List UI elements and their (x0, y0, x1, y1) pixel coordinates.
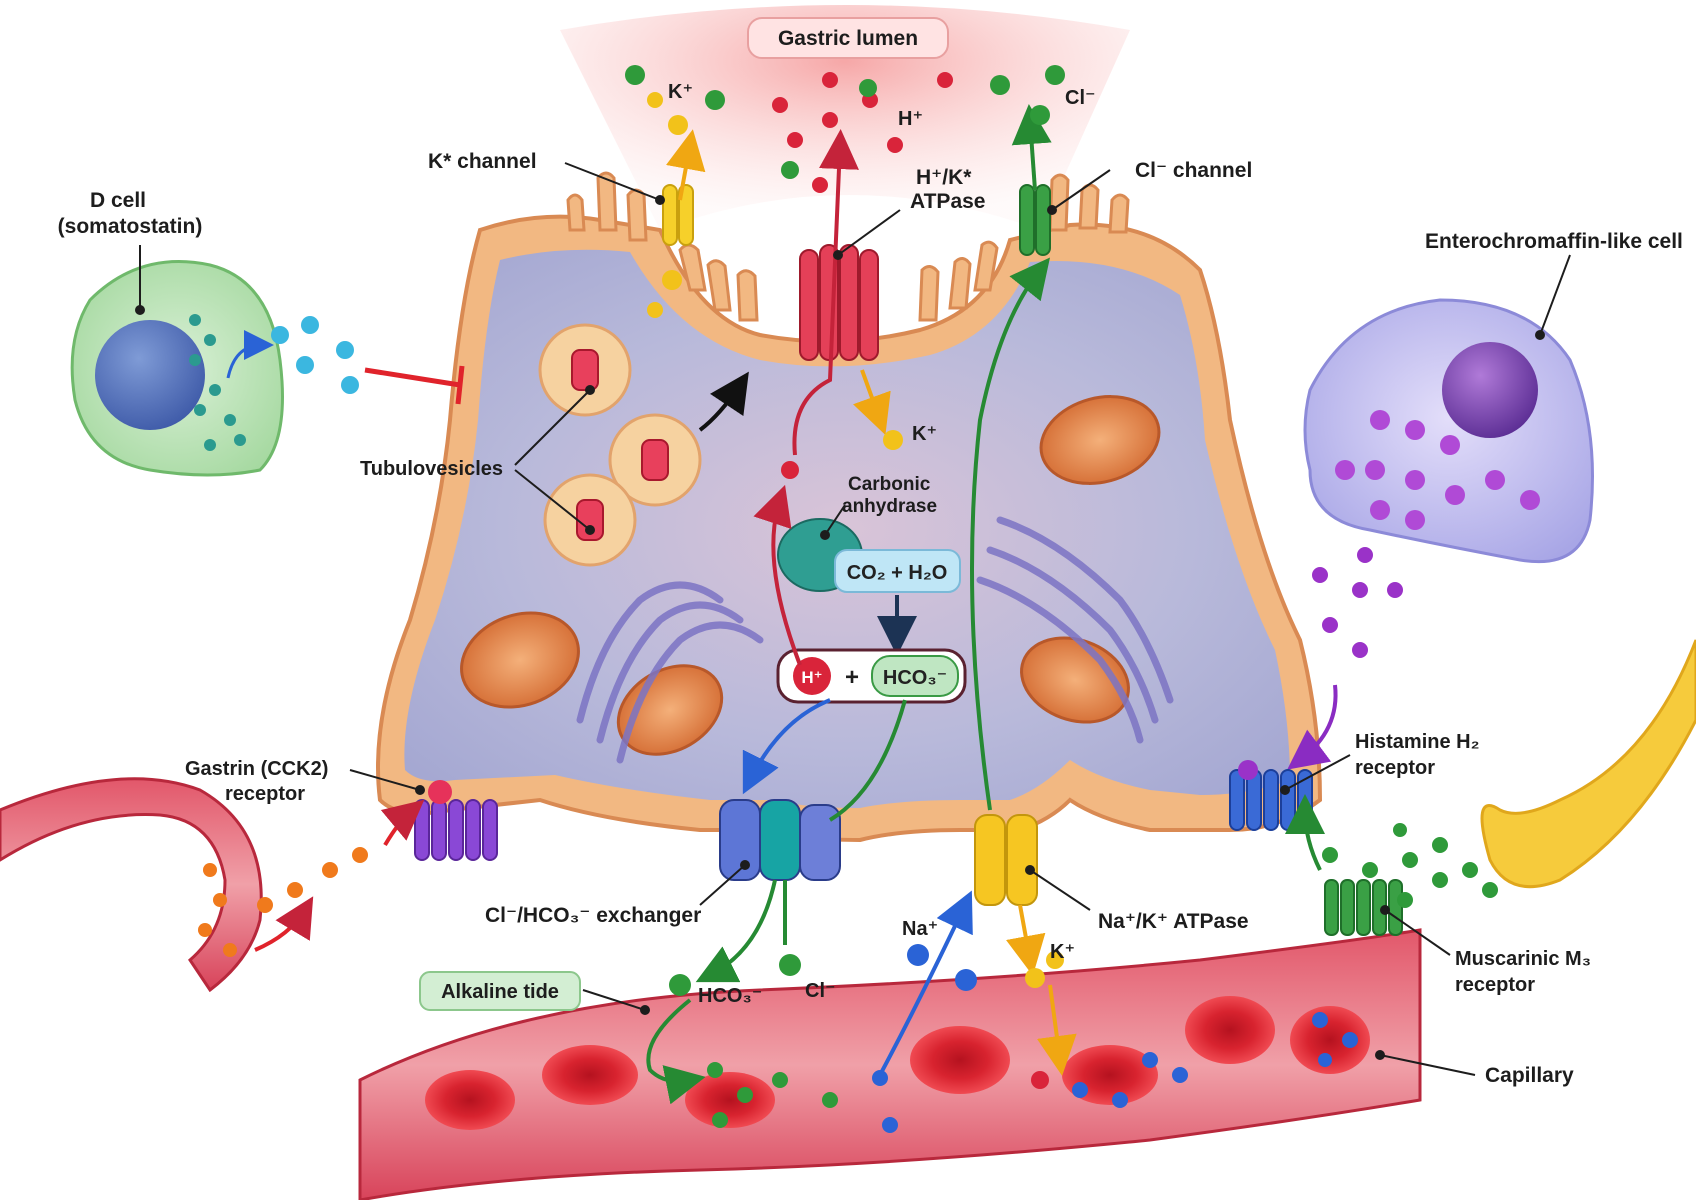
vagal-nerve-ending (1480, 639, 1696, 889)
h-plus-top-label: H⁺ (898, 108, 923, 130)
gastrin-receptor (414, 799, 498, 861)
alkaline-tide-label: Alkaline tide (441, 981, 559, 1003)
apical-microvilli (566, 171, 1130, 322)
cl-bottom-label: Cl⁻ (805, 980, 836, 1002)
tubulovesicles-label: Tubulovesicles (360, 458, 503, 480)
cl-hco3-exchanger (719, 799, 841, 881)
muscarinic-receptor-label-line1: Muscarinic M₃ (1455, 948, 1591, 970)
d-cell (70, 260, 284, 477)
k-plus-top-label: K⁺ (668, 81, 693, 103)
capillary-label: Capillary (1485, 1064, 1574, 1087)
histamine-receptor-label-line2: receptor (1355, 757, 1435, 779)
gastrin-receptor-label-line2: receptor (225, 783, 305, 805)
plus-sign-label: + (845, 664, 859, 691)
endoplasmic-reticulum (576, 516, 1174, 764)
inhibition-line (364, 365, 465, 405)
na-k-atpase-label: Na⁺/K⁺ ATPase (1098, 910, 1249, 933)
na-plus-label: Na⁺ (902, 918, 938, 940)
k-channel-label: K* channel (428, 150, 537, 173)
ecl-cell (1303, 298, 1594, 564)
leader-lines (135, 162, 1571, 1076)
gastric-lumen-region (560, 5, 1130, 230)
tubulovesicles (538, 323, 702, 567)
muscarinic-m3-receptor (1324, 879, 1403, 936)
capillary (358, 928, 1422, 1200)
ecl-cell-label: Enterochromaffin-like cell (1425, 230, 1683, 253)
d-cell-label-line2: (somatostatin) (58, 215, 203, 238)
hco3-bottom-label: HCO₃⁻ (698, 985, 762, 1007)
h-plus-ion-label: H⁺ (801, 668, 822, 687)
hk-atpase-label-line1: H⁺/K* (916, 166, 972, 189)
histamine-h2-receptor (1229, 769, 1313, 831)
cl-minus-top-label: Cl⁻ (1065, 87, 1096, 109)
co2-h2o-label: CO₂ + H₂O (847, 562, 948, 584)
co2-h2o-box (834, 549, 961, 593)
cl-channel-label: Cl⁻ channel (1135, 159, 1252, 182)
gastric-lumen-pill (747, 17, 949, 59)
gastrin-receptor-label-line1: Gastrin (CCK2) (185, 758, 328, 780)
transport-arrows (254, 104, 1077, 1105)
ion-particles (189, 65, 1540, 1133)
histamine-arrow (1287, 684, 1338, 770)
k-plus-bottom-label: K⁺ (1050, 941, 1075, 963)
cl-hco3-exchanger-label: Cl⁻/HCO₃⁻ exchanger (485, 904, 701, 927)
muscarinic-receptor-label-line2: receptor (1455, 974, 1535, 996)
histamine-ligand (1238, 760, 1258, 780)
k-channel (662, 184, 694, 246)
alkaline-tide-pill (419, 971, 581, 1011)
hk-atpase-label-line2: ATPase (910, 190, 985, 213)
hk-atpase-pump (799, 244, 879, 361)
arteriole (0, 777, 263, 993)
h-plus-ion-circle (793, 657, 831, 695)
carbonic-anhydrase-label-line2: anhydrase (842, 496, 937, 517)
vesicle-fusion-arrow (698, 371, 749, 432)
cl-channel (1019, 184, 1051, 256)
carbonic-anhydrase-label-line1: Carbonic (848, 474, 931, 495)
gastric-lumen-label: Gastric lumen (778, 27, 918, 50)
somatostatin-release-arrow (226, 330, 274, 379)
histamine-receptor-label-line1: Histamine H₂ (1355, 731, 1479, 753)
hco3-ion-label: HCO₃⁻ (883, 667, 947, 689)
na-k-atpase (974, 814, 1038, 906)
d-cell-label-line1: D cell (90, 189, 146, 212)
hco3-ion-pill (871, 655, 959, 697)
gastrin-ligand (428, 780, 452, 804)
acetylcholine-arrow (1285, 794, 1326, 871)
k-plus-mid-label: K⁺ (912, 423, 937, 445)
